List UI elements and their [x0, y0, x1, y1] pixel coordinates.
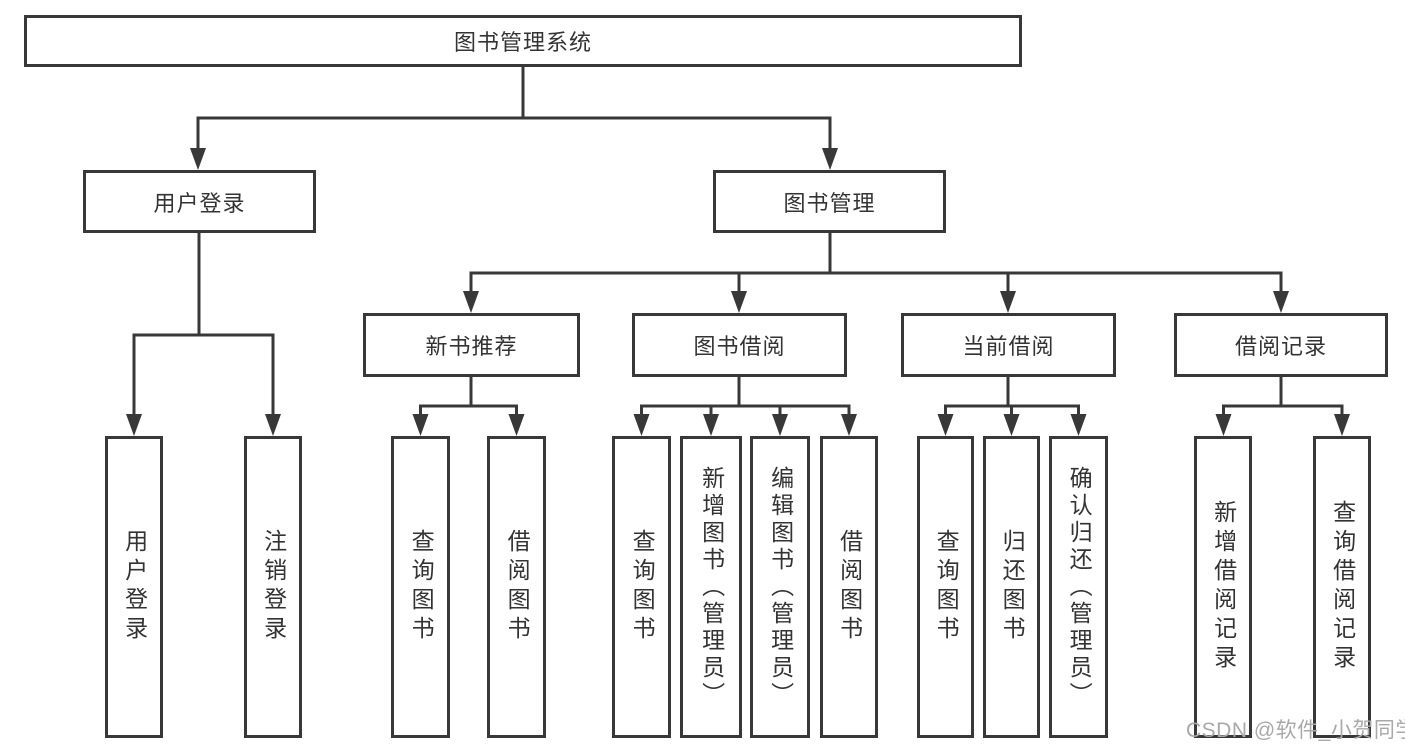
leaf-logout: 注销登录 [244, 436, 302, 738]
leaf-return-books: 归还图书 [983, 436, 1040, 738]
connector-root-to-level2 [190, 66, 838, 170]
watermark-text: CSDN @软件_小贺同学 [1186, 719, 1405, 742]
connector-new-book-recommend-children [412, 377, 525, 436]
leaf-edit-books-admin: 编辑图书（管理员） [750, 436, 810, 738]
node-root-library-management-system: 图书管理系统 [24, 15, 1022, 67]
connector-borrow-records-children [1215, 377, 1350, 436]
node-user-login: 用户登录 [83, 170, 316, 233]
leaf-add-borrow-record: 新增借阅记录 [1194, 436, 1252, 738]
node-current-borrow: 当前借阅 [901, 313, 1116, 377]
node-new-book-recommend: 新书推荐 [363, 313, 580, 377]
leaf-query-books-borrow: 查询图书 [612, 436, 671, 738]
leaf-query-books-recommend: 查询图书 [391, 436, 450, 738]
connector-book-management-children [463, 233, 1289, 313]
leaf-borrow-books: 借阅图书 [820, 436, 878, 738]
connector-current-borrow-children [937, 377, 1087, 436]
leaf-user-login: 用户登录 [105, 436, 163, 738]
node-borrow-records: 借阅记录 [1174, 313, 1388, 377]
leaf-borrow-books-recommend: 借阅图书 [487, 436, 546, 738]
leaf-query-borrow-record: 查询借阅记录 [1313, 436, 1371, 738]
leaf-query-books-current: 查询图书 [917, 436, 974, 738]
leaf-confirm-return-admin: 确认归还（管理员） [1049, 436, 1108, 738]
node-book-management: 图书管理 [713, 170, 946, 233]
connector-user-login-children [126, 233, 281, 436]
leaf-add-books-admin: 新增图书（管理员） [680, 436, 742, 738]
node-book-borrow: 图书借阅 [632, 313, 847, 377]
connector-book-borrow-children [633, 377, 857, 436]
